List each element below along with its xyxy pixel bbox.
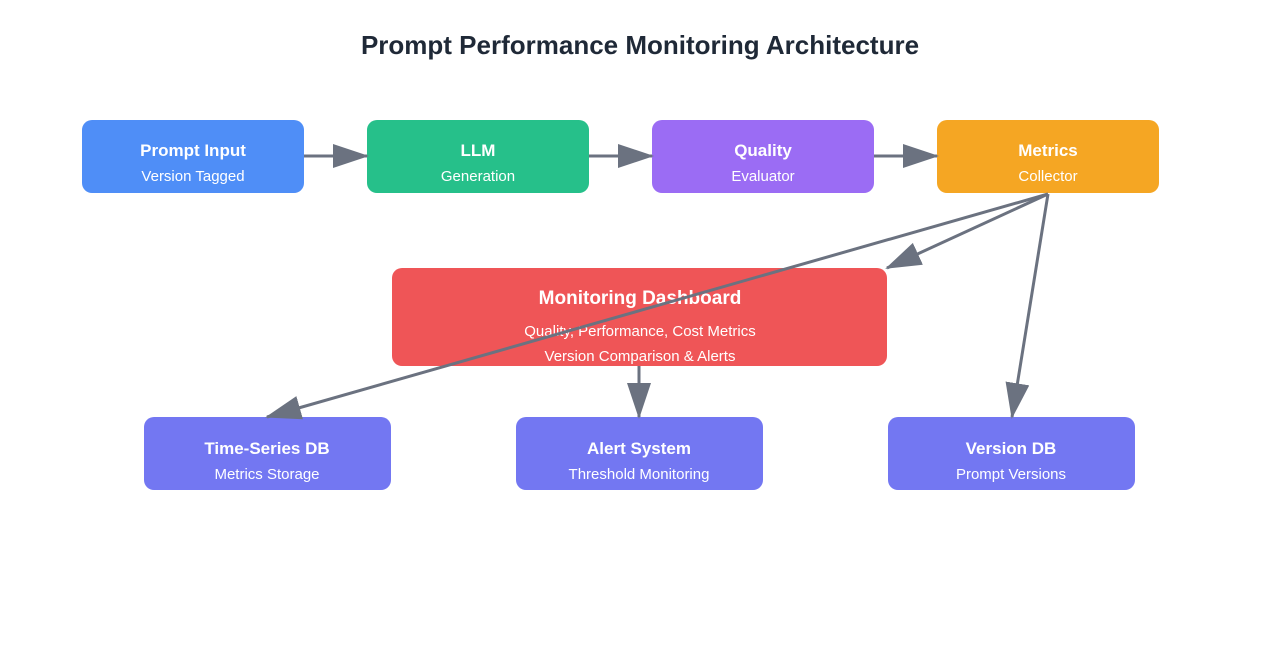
node-timeseries-db-title: Time-Series DB (204, 439, 329, 458)
diagram-title: Prompt Performance Monitoring Architectu… (360, 30, 920, 60)
node-dashboard-line2: Version Comparison & Alerts (545, 348, 736, 365)
node-alert-system: Alert System Threshold Monitoring (516, 417, 763, 490)
node-monitoring-dashboard: Monitoring Dashboard Quality, Performanc… (392, 268, 887, 366)
node-alert-system-box (516, 417, 763, 490)
node-metrics-subtitle: Collector (1018, 168, 1077, 185)
node-llm-box (367, 120, 589, 193)
node-version-db-title: Version DB (966, 439, 1057, 458)
node-dashboard-box (392, 268, 887, 366)
node-quality-title: Quality (734, 141, 792, 160)
node-version-db-subtitle: Prompt Versions (956, 466, 1066, 483)
node-prompt-input-box (82, 120, 304, 193)
edge-metrics-to-timeseries-db (265, 192, 1049, 420)
node-llm-subtitle: Generation (441, 168, 515, 185)
node-metrics: Metrics Collector (937, 120, 1159, 193)
edge-metrics-to-version-db (1005, 193, 1050, 419)
node-timeseries-db-box (144, 417, 391, 490)
node-version-db-box (888, 417, 1135, 490)
node-alert-system-subtitle: Threshold Monitoring (569, 466, 710, 483)
node-prompt-input-title: Prompt Input (140, 141, 246, 160)
node-llm-title: LLM (461, 141, 496, 160)
node-quality: Quality Evaluator (652, 120, 874, 193)
edge-metrics-to-dashboard (885, 192, 1049, 270)
node-alert-system-title: Alert System (587, 439, 691, 458)
node-timeseries-db-subtitle: Metrics Storage (214, 466, 319, 483)
node-llm: LLM Generation (367, 120, 589, 193)
node-quality-box (652, 120, 874, 193)
node-dashboard-line1: Quality, Performance, Cost Metrics (524, 323, 755, 340)
node-prompt-input-subtitle: Version Tagged (141, 168, 244, 185)
node-metrics-title: Metrics (1018, 141, 1078, 160)
node-dashboard-title: Monitoring Dashboard (539, 288, 742, 309)
node-quality-subtitle: Evaluator (731, 168, 794, 185)
node-version-db: Version DB Prompt Versions (888, 417, 1135, 490)
node-prompt-input: Prompt Input Version Tagged (82, 120, 304, 193)
node-metrics-box (937, 120, 1159, 193)
node-timeseries-db: Time-Series DB Metrics Storage (144, 417, 391, 490)
